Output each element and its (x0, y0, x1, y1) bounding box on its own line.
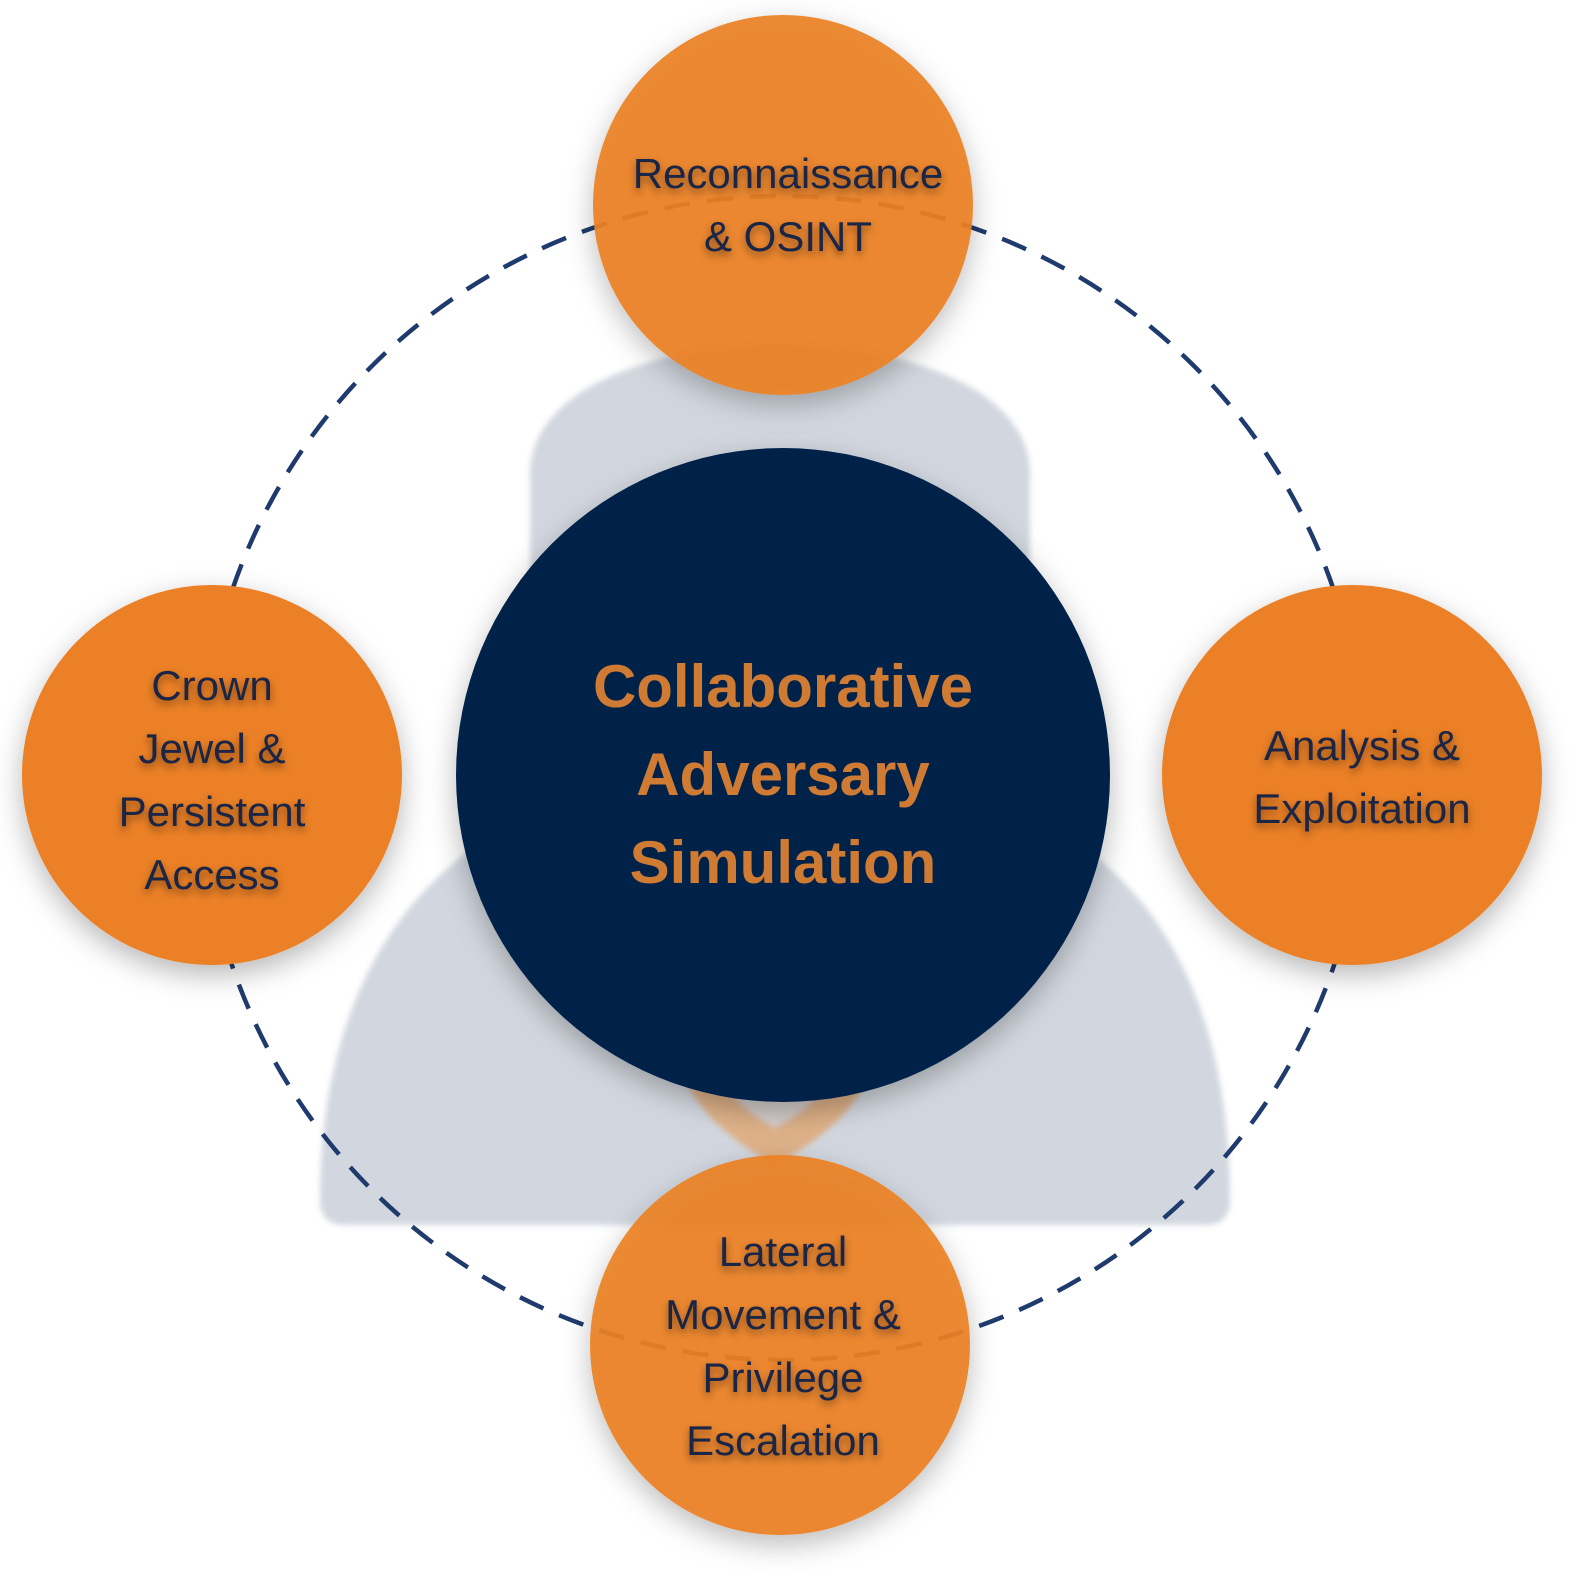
stage-circle-recon (593, 15, 973, 395)
stage-circle-crown (22, 585, 402, 965)
stage-circle-lateral (590, 1155, 970, 1535)
stage-circle-analysis (1162, 585, 1542, 965)
center-circle (456, 448, 1110, 1102)
